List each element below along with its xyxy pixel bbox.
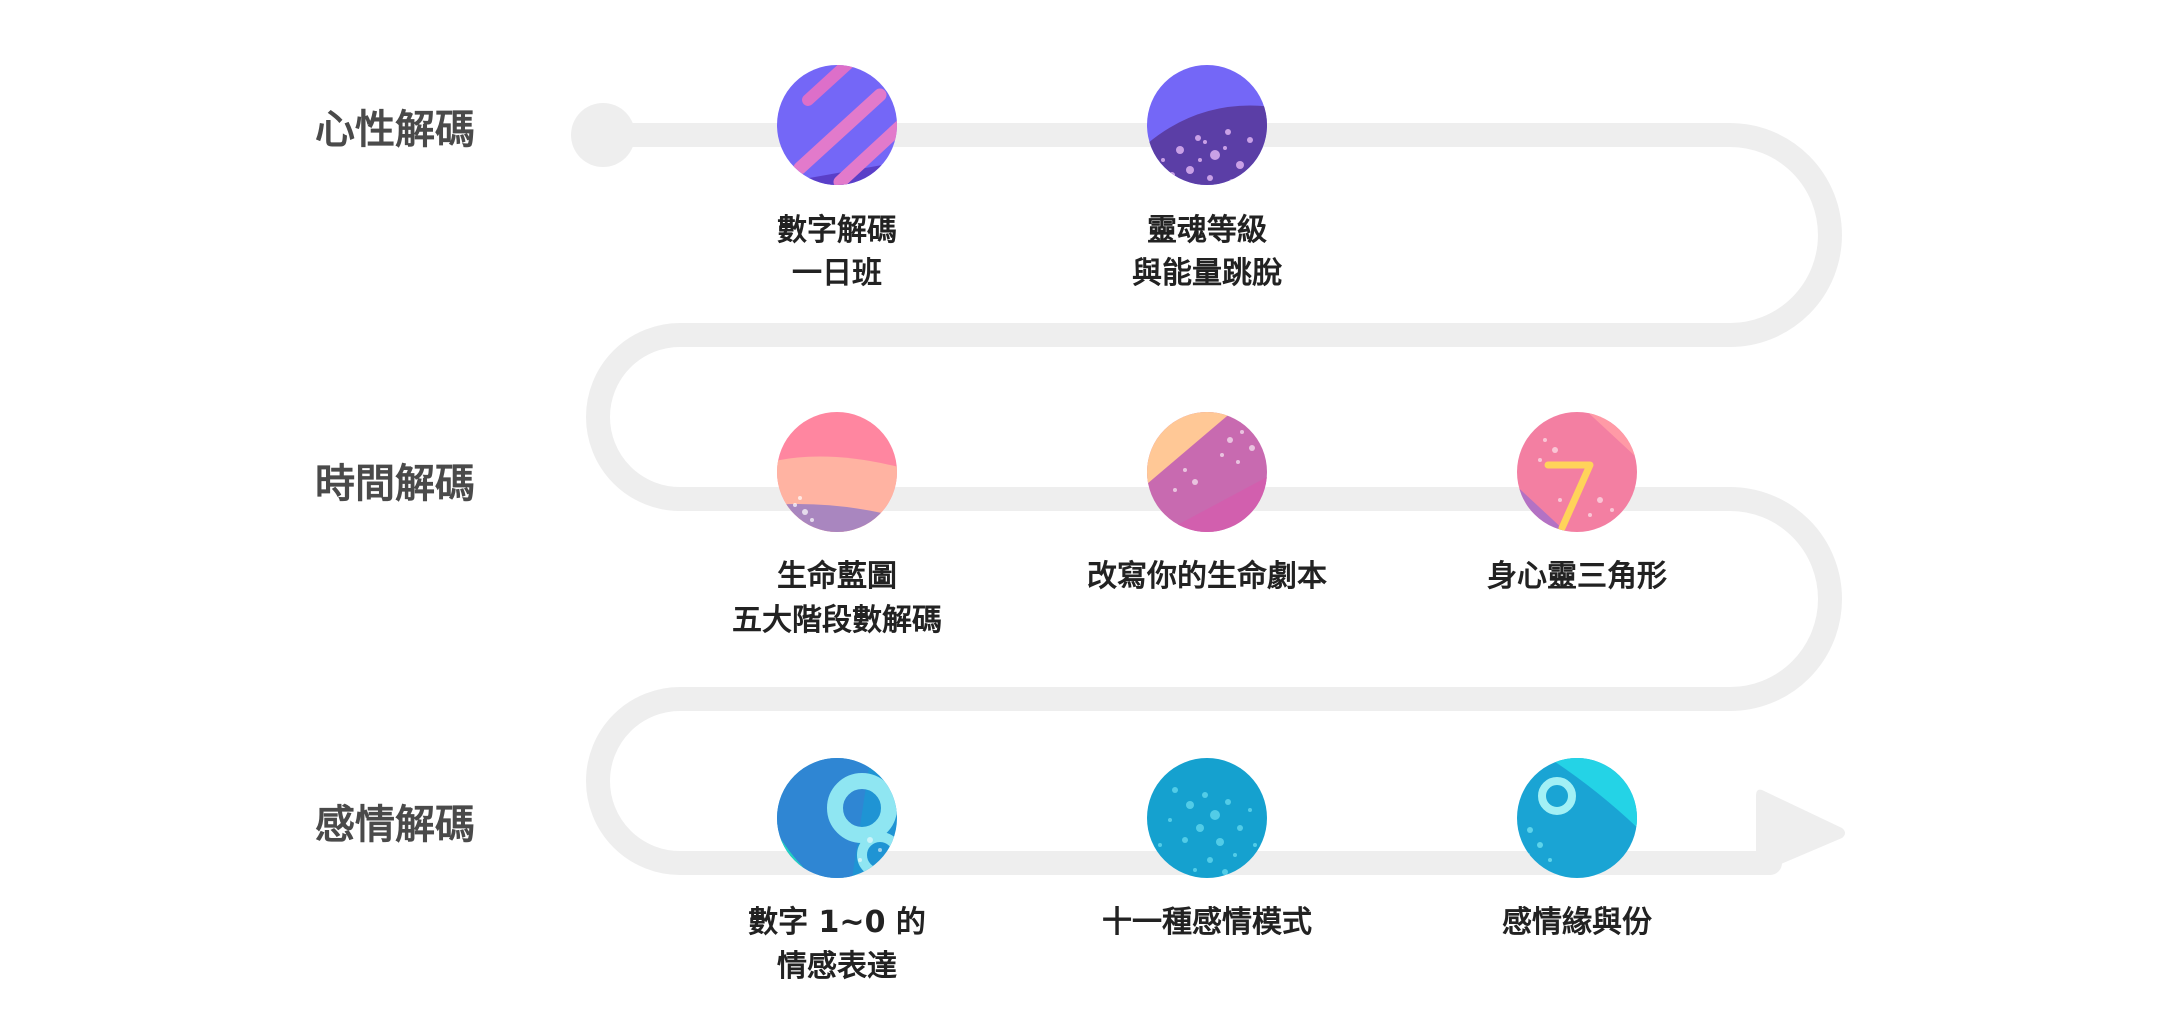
- course-digit-decoding[interactable]: 數字解碼 一日班: [770, 48, 910, 291]
- track-arrow-head: [1756, 789, 1845, 873]
- course-label-line: 與能量跳脫: [1132, 256, 1283, 291]
- course-label-line: 靈魂等級: [1147, 213, 1267, 248]
- course-label-line: 生命藍圖: [777, 559, 897, 594]
- course-love-fate[interactable]: 感情緣與份: [1502, 752, 1652, 940]
- purple-wave-icon: [1147, 65, 1267, 185]
- track-start-dot: [571, 103, 635, 167]
- course-label-line: 一日班: [792, 256, 882, 291]
- course-label-line: 身心靈三角形: [1487, 559, 1667, 594]
- purple-stripes-icon: [777, 65, 897, 185]
- course-life-blueprint[interactable]: 生命藍圖 五大階段數解碼: [732, 405, 942, 638]
- number-seven-icon: [1517, 412, 1637, 532]
- course-emotional-expression[interactable]: 數字 1~0 的 情感表達: [748, 752, 926, 984]
- blue-speckle-icon: [1147, 758, 1267, 878]
- course-label-line: 情感表達: [777, 949, 897, 984]
- blue-ring-icon: [777, 758, 897, 878]
- course-eleven-patterns[interactable]: 十一種感情模式: [1102, 752, 1312, 940]
- course-body-mind-spirit[interactable]: 身心靈三角形: [1487, 405, 1667, 594]
- course-soul-level[interactable]: 靈魂等級 與能量跳脫: [1132, 58, 1283, 291]
- course-label-line: 感情緣與份: [1502, 905, 1652, 940]
- peach-bands-icon: [777, 412, 897, 532]
- course-label-line: 五大階段數解碼: [732, 603, 942, 638]
- course-label-line: 十一種感情模式: [1102, 905, 1312, 940]
- row-label-love: 感情解碼: [315, 802, 475, 848]
- peach-diagonal-icon: [1147, 412, 1267, 532]
- course-label-line: 數字 1~0 的: [748, 905, 926, 940]
- course-label-line: 數字解碼: [777, 213, 897, 248]
- row-label-time: 時間解碼: [315, 461, 475, 507]
- row-label-heart: 心性解碼: [315, 107, 475, 153]
- course-label-line: 改寫你的生命劇本: [1087, 559, 1327, 594]
